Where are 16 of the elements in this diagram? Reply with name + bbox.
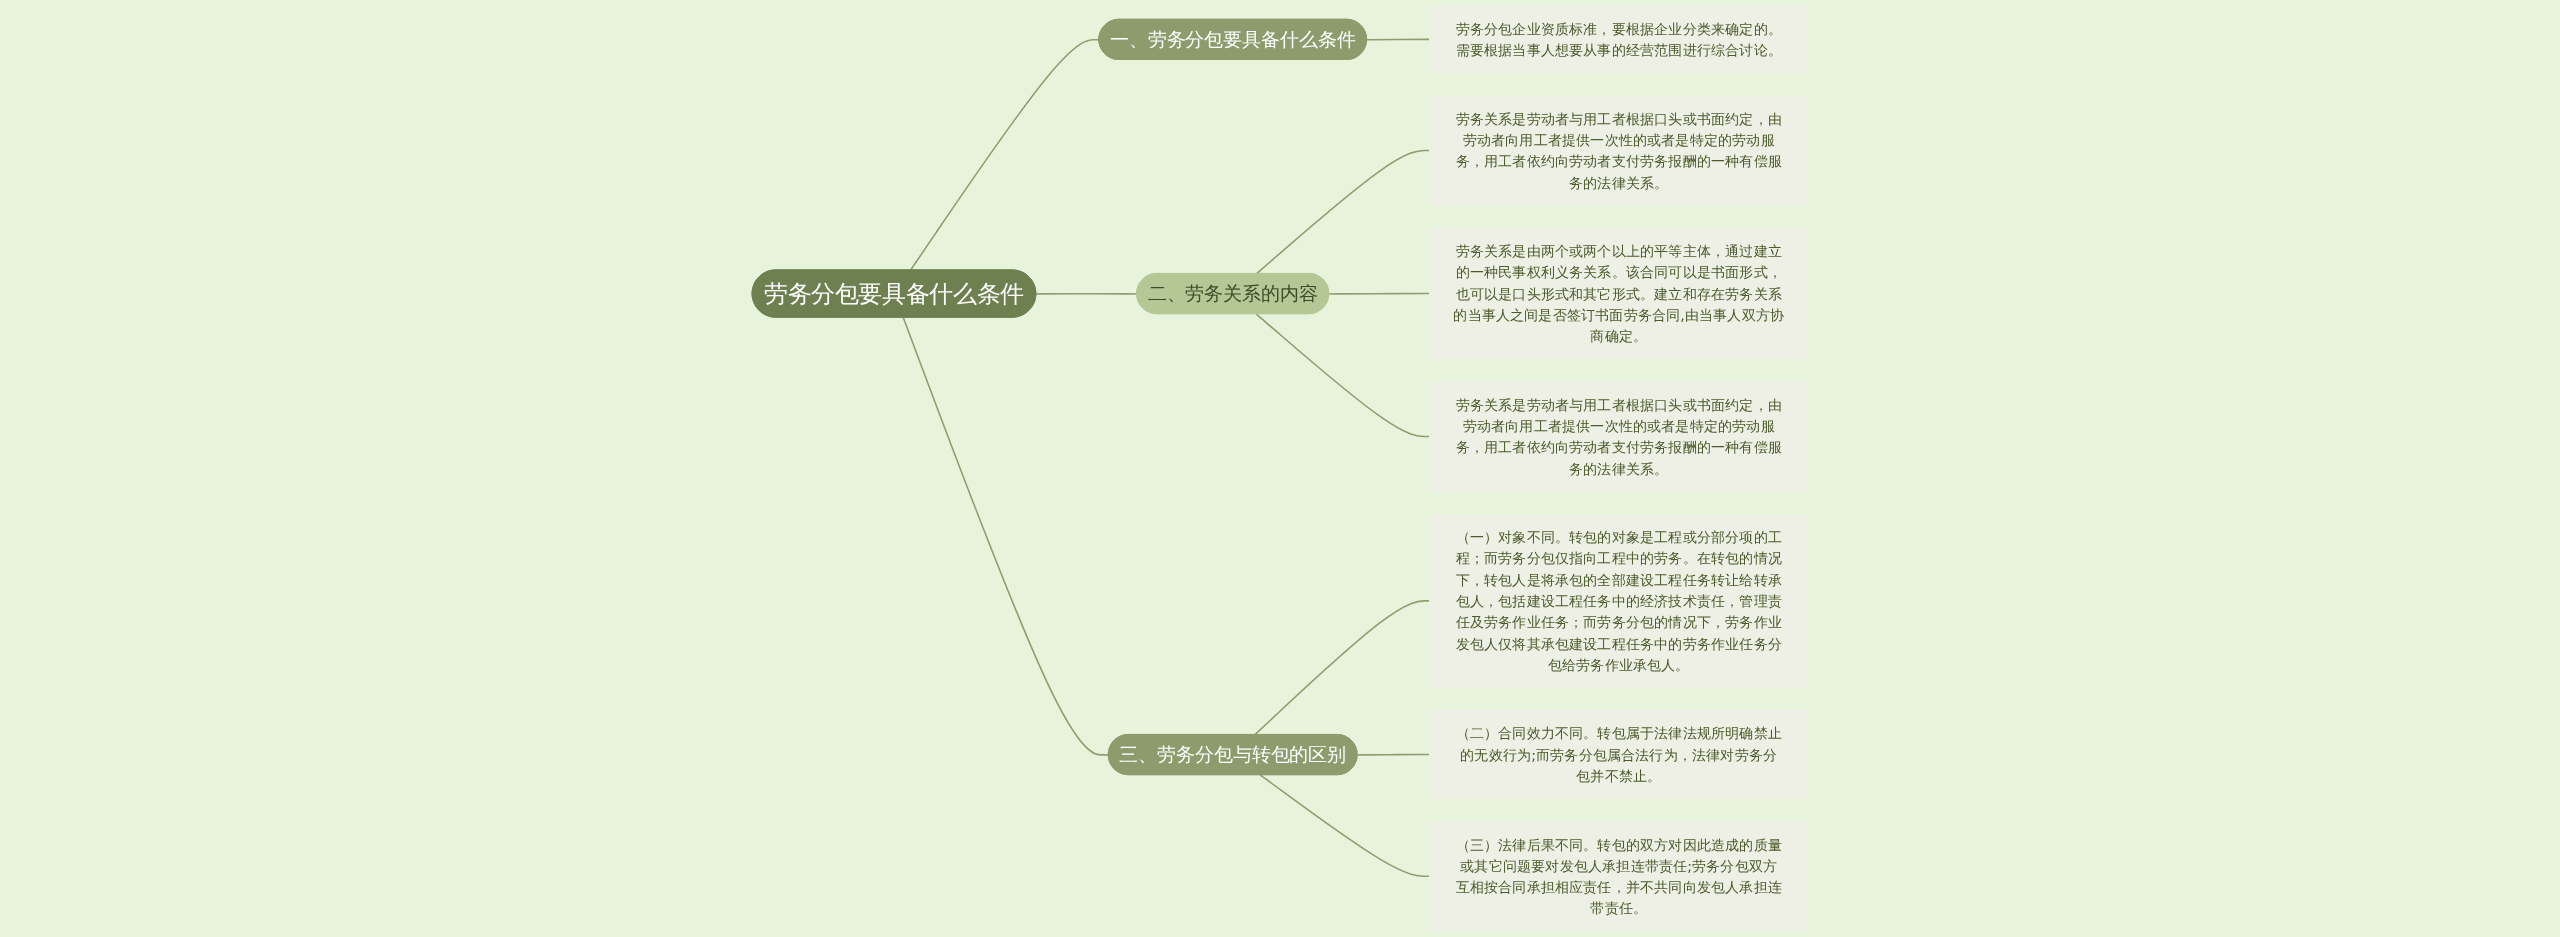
node-box: （三）法律后果不同。转包的双方对因此造成的质量或其它问题要对发包人承担连带责任;劳务分包双方互相按合同承担相应责任，并不共同向发包人承担连带责任。 bbox=[1429, 821, 1809, 932]
connector bbox=[1366, 38, 1431, 41]
connector bbox=[1255, 149, 1431, 275]
connector bbox=[1259, 774, 1431, 878]
connector bbox=[1253, 600, 1431, 736]
connector bbox=[1356, 753, 1431, 756]
connector bbox=[1255, 313, 1431, 438]
node-box: （二）合同效力不同。转包属于法律法规所明确禁止的无效行为;而劳务分包属合法行为，法律对劳务分包并不禁止。 bbox=[1429, 710, 1809, 799]
node-box: 劳务关系是由两个或两个以上的平等主体，通过建立的一种民事权利义务关系。该合同可以是书面形式，也可以是口头形式和其它形式。建立和存在劳务关系的当事人之间是否签订书面劳务合同,由当事人双方协商确定。 bbox=[1429, 228, 1809, 359]
connector bbox=[1035, 292, 1138, 295]
node-box: （一）对象不同。转包的对象是工程或分部分项的工程；而劳务分包仅指向工程中的劳务。在转包的情况下，转包人是将承包的全部建设工程任务转让给转承包人，包括建设工程任务中的经济技术责任，管理责任及劳务作业任务；而劳务分包的情况下，劳务作业发包人仅将其承包建设工程任务中的劳务作业任务分包给劳务作业承包人。 bbox=[1429, 514, 1809, 688]
node-box: 劳务关系是劳动者与用工者根据口头或书面约定，由劳动者向用工者提供一次性的或者是特定的劳动服务，用工者依约向劳动者支付劳务报酬的一种有偿服务的法律关系。 bbox=[1429, 381, 1809, 492]
connector bbox=[1328, 292, 1431, 295]
node-box: 劳务关系是劳动者与用工者根据口头或书面约定，由劳动者向用工者提供一次性的或者是特定的劳动服务，用工者依约向劳动者支付劳务报酬的一种有偿服务的法律关系。 bbox=[1429, 95, 1809, 206]
node-box: 劳务分包企业资质标准，要根据企业分类来确定的。需要根据当事人想要从事的经营范围进行综合讨论。 bbox=[1429, 5, 1809, 73]
connector bbox=[902, 316, 1110, 756]
